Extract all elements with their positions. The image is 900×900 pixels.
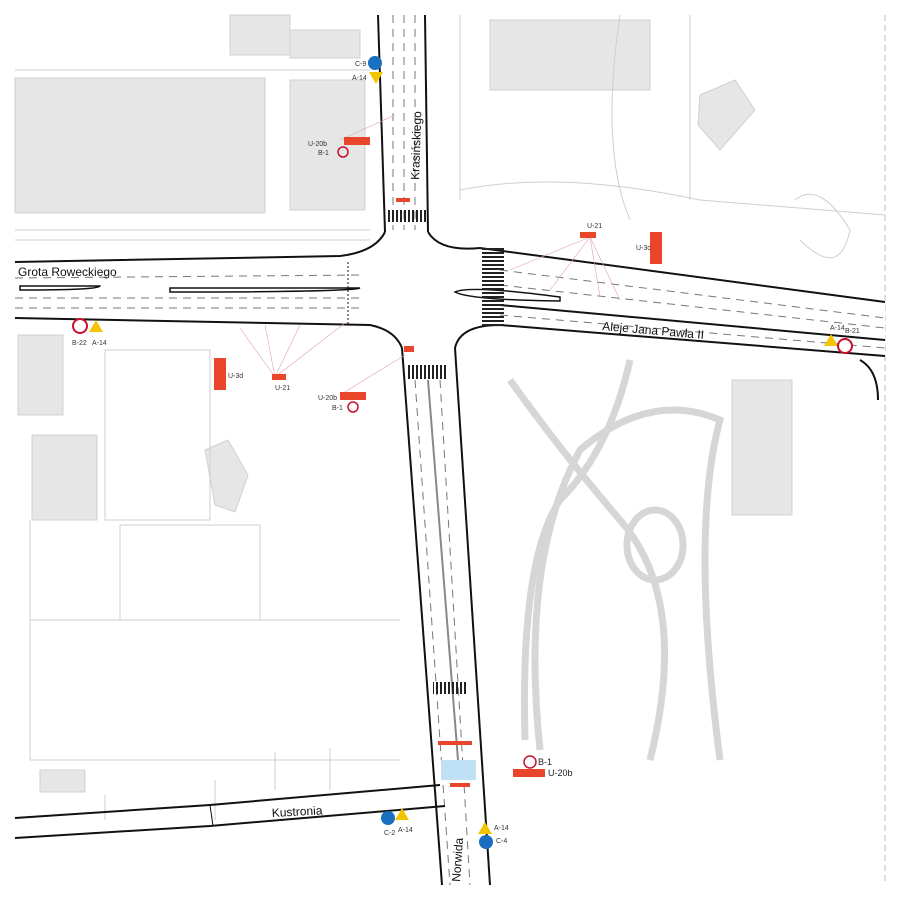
svg-text:U-21: U-21 [275,385,290,392]
svg-text:B-22: B-22 [72,340,87,347]
sign-b1-south: B-1 [523,755,552,769]
svg-text:A-14: A-14 [352,75,367,82]
sign-a14-west: A-14 [89,320,107,347]
buildings [14,14,793,793]
sign-c4: C-4 [479,835,507,849]
sign-b22: B-22 [72,318,88,347]
street-label-norwida: Norwida [449,837,466,882]
sign-u21-ne: U-21 [580,223,602,238]
svg-text:A-14: A-14 [830,325,845,332]
sign-u20b-south: U-20b [513,768,573,778]
sign-a14-east: A-14 [824,325,845,346]
sign-b21: B-21 [837,328,860,354]
sign-rays [239,114,621,396]
svg-text:U-21: U-21 [587,223,602,230]
road-norwida [401,248,504,886]
street-label-grota-roweckiego: Grota Roweckiego [18,265,117,279]
crossing-highlight [441,760,476,780]
svg-text:B-1: B-1 [538,757,552,767]
sign-a14-south: A-14 [478,822,509,834]
road-krasinskiego [377,14,429,233]
crossing-barriers [396,198,472,787]
svg-text:U-3c: U-3c [636,245,651,252]
park-paths [507,359,725,761]
svg-text:C-4: C-4 [496,838,507,845]
sign-a14-top: A-14 [352,72,383,84]
sign-u20b-krasinskiego: U-20b [308,137,370,148]
sign-u3c: U-3c [636,232,662,264]
sign-b1-krasinskiego: B-1 [318,146,349,158]
sign-a14-kustronia: A-14 [395,808,413,834]
svg-text:A-14: A-14 [92,340,107,347]
svg-text:U-20b: U-20b [308,141,327,148]
sign-c9: C-9 [355,56,382,70]
road-grota-jpii [14,231,886,401]
road-kustronia [14,784,446,839]
svg-text:B-1: B-1 [318,150,329,157]
street-label-krasinskiego: Krasińskiego [408,111,424,180]
svg-text:U-20b: U-20b [548,768,573,778]
svg-text:A-14: A-14 [494,825,509,832]
sign-b1-sw: B-1 [332,401,359,413]
sign-u21-sw: U-21 [272,374,290,392]
svg-text:U-3d: U-3d [228,373,243,380]
svg-text:C-2: C-2 [384,830,395,837]
parcel-lines [15,14,886,820]
svg-text:C-9: C-9 [355,61,366,68]
svg-text:B-1: B-1 [332,405,343,412]
street-label-kustronia: Kustronia [271,803,323,820]
svg-text:A-14: A-14 [398,827,413,834]
sign-u20b-sw: U-20b [318,392,366,402]
sign-c2: C-2 [381,811,395,837]
svg-text:U-20b: U-20b [318,395,337,402]
sign-u3d: U-3d [214,358,243,390]
svg-text:B-21: B-21 [845,328,860,335]
